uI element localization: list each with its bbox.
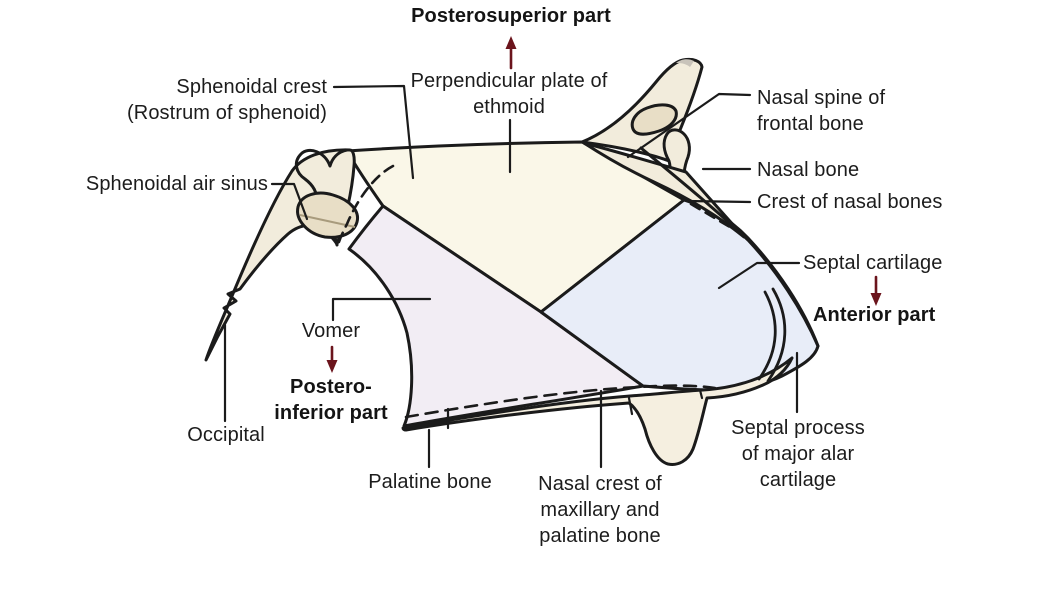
leader-vomer (331, 297, 432, 322)
sphenoidal-air-sinus-shape (296, 191, 360, 239)
nasal-crest-dashed-line (404, 384, 717, 419)
arrow-up-icon (505, 36, 517, 70)
label-crest-of-nasal-bones: Crest of nasal bones (757, 191, 943, 213)
label-palatine-bone: Palatine bone (368, 471, 492, 493)
nasal-bone-region (582, 141, 746, 239)
vomer-region (347, 204, 645, 428)
leader-crest-of-nasal-bones (685, 199, 752, 204)
leader-nasal-spine-frontal (626, 92, 752, 159)
label-nasal-spine-frontal: Nasal spine of frontal bone (757, 87, 886, 135)
nasal-crest-strip-region (401, 356, 794, 466)
label-nasal-crest: Nasal crest of maxillary and palatine bo… (538, 473, 662, 547)
label-sphenoidal-crest: Sphenoidal crest (Rostrum of sphenoid) (127, 76, 327, 124)
frontal-sinus-shape (630, 103, 678, 136)
crest-strip-suture-ticks (446, 388, 704, 430)
nasal-bridge-outline (639, 146, 820, 348)
label-septal-process: Septal process of major alar cartilage (731, 417, 865, 491)
leader-septal-cartilage (717, 261, 801, 290)
arrow-down-vomer-icon (326, 345, 338, 373)
label-septal-cartilage: Septal cartilage (803, 252, 943, 274)
label-nasal-bone: Nasal bone (757, 159, 860, 181)
label-posterosuperior-part: Posterosuperior part (411, 5, 611, 27)
septal-process-crescent-outer (766, 287, 787, 383)
label-sphenoidal-air-sinus: Sphenoidal air sinus (85, 173, 268, 195)
frontal-cut-surface (676, 59, 694, 67)
cartilage-hidden-dashed-boundary (689, 202, 747, 238)
septal-process-crescent-inner (757, 290, 777, 381)
sphenoid-ethmoid-dashed-boundary (336, 164, 395, 247)
label-anterior-part: Anterior part (813, 304, 936, 326)
arrow-down-anterior-icon (870, 275, 882, 306)
label-vomer: Vomer (301, 320, 361, 342)
leader-sphenoidal-air-sinus (270, 182, 309, 221)
label-perpendicular-plate: Perpendicular plate of ethmoid (410, 70, 608, 118)
label-postero-inferior-part: Postero- inferior part (274, 376, 388, 424)
leader-sphenoidal-crest (332, 84, 415, 180)
label-occipital: Occipital (187, 424, 265, 446)
